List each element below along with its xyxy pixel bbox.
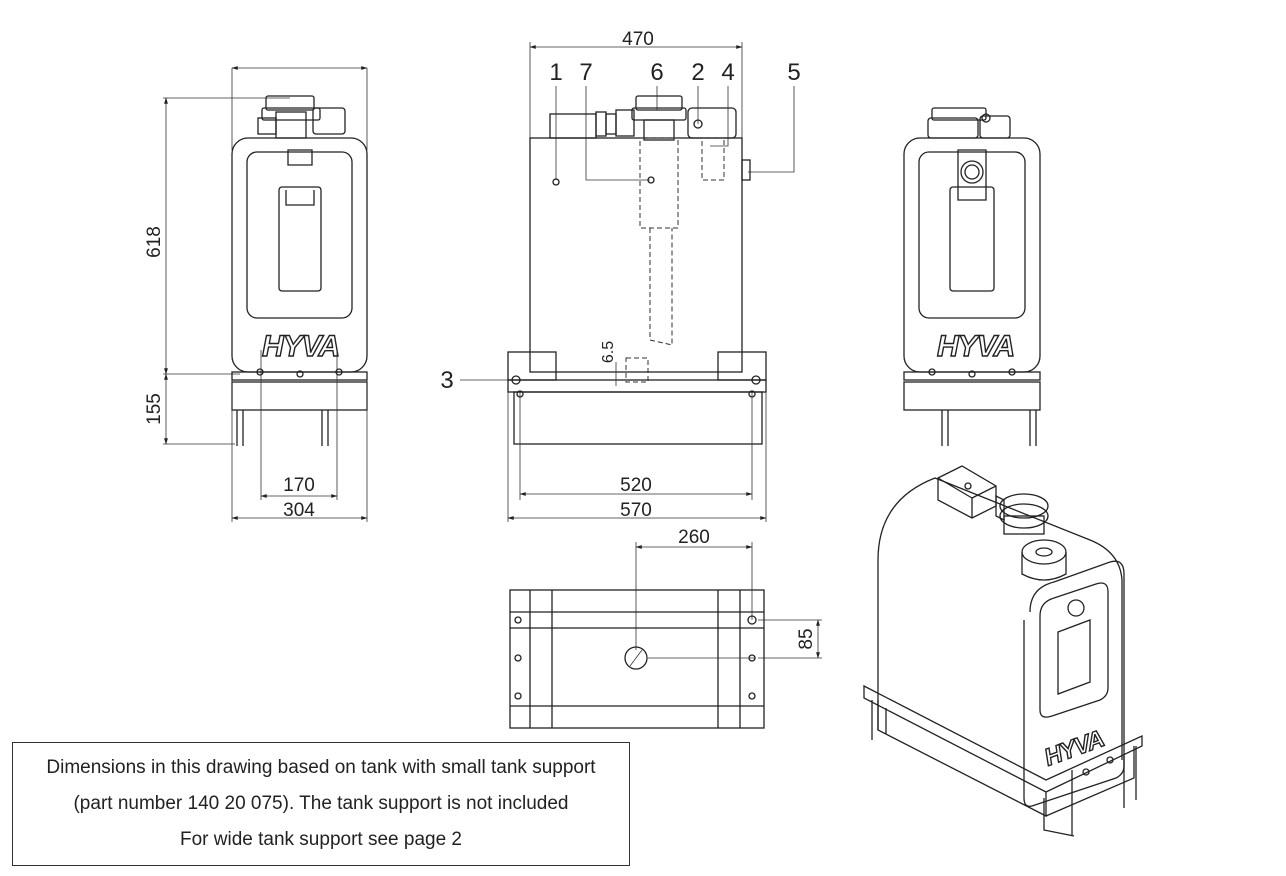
callout-5: 5 [787, 59, 800, 86]
note-box: Dimensions in this drawing based on tank… [12, 742, 630, 866]
logo-hyva-left: HYVA [262, 330, 339, 363]
dim-470: 470 [622, 29, 654, 50]
logo-hyva-right: HYVA [937, 330, 1014, 363]
dim-570: 570 [620, 500, 652, 521]
dim-170: 170 [283, 475, 315, 496]
dim-155: 155 [144, 393, 165, 425]
callout-4: 4 [721, 59, 734, 86]
logo-hyva-iso: HYVA [1041, 725, 1107, 771]
side-view-left: 618 155 HYVA 170 304 [144, 66, 368, 522]
dim-6-5: 6.5 [600, 341, 617, 363]
isometric-view: HYVA [863, 465, 1143, 837]
side-view-right: HYVA [903, 107, 1041, 446]
callout-6: 6 [650, 59, 663, 86]
callout-1: 1 [549, 59, 562, 86]
note-line-1: Dimensions in this drawing based on tank… [46, 757, 596, 778]
dim-260: 260 [678, 527, 710, 548]
dim-520: 520 [620, 475, 652, 496]
note-line-2: (part number 140 20 075). The tank suppo… [73, 793, 569, 814]
dim-618: 618 [144, 226, 165, 258]
front-view: 470 1 7 6 2 4 5 3 [440, 29, 801, 522]
dim-85: 85 [796, 628, 817, 649]
callout-7: 7 [579, 59, 592, 86]
note-line-3: For wide tank support see page 2 [179, 829, 462, 850]
callout-2: 2 [691, 59, 704, 86]
bottom-view: 260 85 [509, 527, 822, 729]
callout-3: 3 [440, 367, 453, 394]
dim-304: 304 [283, 500, 315, 521]
